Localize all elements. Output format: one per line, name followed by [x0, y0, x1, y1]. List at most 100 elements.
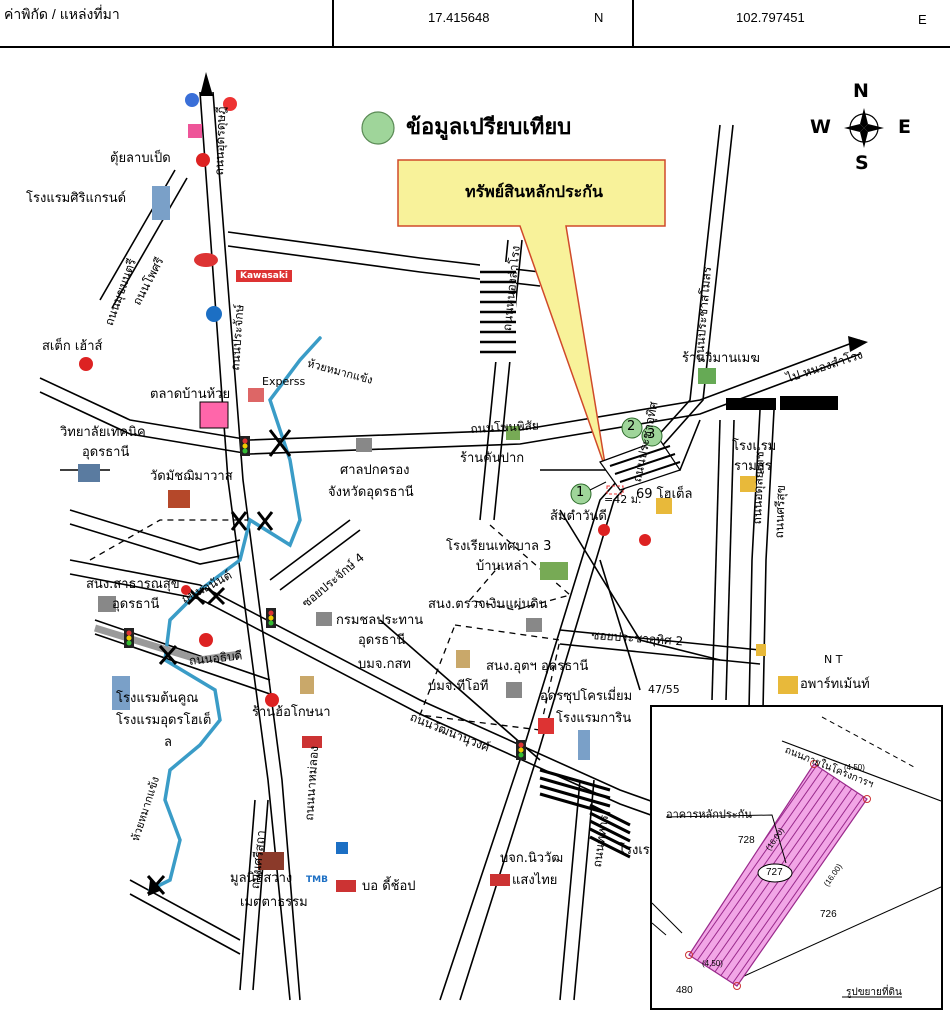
hotel-building-icon-1: [152, 186, 170, 220]
coordinate-bar: ค่าพิกัด / แหล่งที่มา 17.415648 N 102.79…: [0, 0, 950, 48]
label-school: โรงเรียนเทศบาล 3: [446, 539, 552, 554]
vimanmek-icon: [698, 368, 716, 384]
label-kawasaki: Kawasaki: [240, 271, 288, 281]
poi-icons: [78, 93, 798, 892]
compass-west-label: W: [810, 116, 831, 138]
road-phonphisai-n: [39, 339, 861, 441]
compass-east-label: E: [898, 116, 911, 138]
label-school-2: บ้านเหล่า: [476, 559, 529, 574]
label-udon-super: อุดรซุปโครเมี่ยม: [540, 689, 633, 704]
coordinate-source-label: ค่าพิกัด / แหล่งที่มา: [4, 6, 120, 22]
legend-comparable-dot: [361, 111, 395, 145]
label-talad-ban-huai: ตลาดบ้านห้วย: [150, 387, 231, 402]
inset-plot-726: 726: [820, 909, 837, 920]
hotel-karin-icon: [538, 718, 554, 734]
inset-plot-728: 728: [738, 835, 755, 846]
label-nt: N T: [824, 653, 843, 666]
collateral-callout-box: [397, 159, 666, 471]
info-icon: [206, 306, 222, 322]
nt-icon: [756, 644, 766, 656]
label-ran-kho-sana: ร้านฮ้อโกษนา: [252, 705, 331, 720]
school-icon: [540, 562, 568, 580]
comparable-1-number[interactable]: 1: [576, 485, 585, 500]
label-tu-lap-pet: ตุ้ยลาบเป็ด: [110, 151, 171, 166]
bank-icon: [223, 97, 237, 111]
court-icon: [356, 438, 372, 452]
latitude-cell: 17.415648 N: [334, 0, 634, 46]
comparable-2-dot: [621, 417, 643, 439]
label-mulnithi-2: เมตตาธรรม: [240, 895, 308, 910]
label-hotel-ramsoon-2: รามสูร: [734, 459, 772, 474]
arrow-east-phonphisai: [848, 336, 868, 352]
inset-width-bottom: (4.50): [702, 959, 723, 968]
label-hotel-udon: โรงแรมอุดรโฮเต็: [116, 713, 212, 728]
label-hotel-ramsoon: โรงแรม: [732, 439, 777, 454]
road-label-udon-dusadi: ถนนอุดรดุษฎี: [211, 106, 229, 176]
collateral-callout-label: ทรัพย์สินหลักประกัน: [465, 182, 603, 201]
label-express: Experss: [262, 375, 306, 388]
tall-building-icon: [578, 730, 590, 760]
coordinate-source-cell: ค่าพิกัด / แหล่งที่มา: [0, 0, 334, 46]
label-irrigation-2: อุดรธานี: [358, 633, 406, 648]
label-hotel-tonkoon: โรงแรมต้นคูณ: [116, 691, 199, 706]
map-canvas: [39, 72, 884, 1001]
label-court-2: จังหวัดอุดรธานี: [328, 485, 414, 500]
label-bor-d-shop: บอ ดี้ช้อป: [362, 879, 416, 894]
label-labor-office: สนง.อุตฯ อุดรธานี: [486, 659, 589, 674]
comparables-group: [570, 417, 681, 505]
label-bjk-niwat-2: แสงไทย: [512, 873, 558, 888]
comparable-3-number[interactable]: 3: [647, 427, 656, 442]
road-udon-dusadi-e: [212, 91, 301, 1001]
restaurant-icon-3: [506, 426, 520, 440]
plot-inset-map: อาคารหลักประกัน ถนนภายในโครงการฯ 727 728…: [650, 705, 943, 1010]
restaurant-icon-8: [265, 693, 279, 707]
road-label-srisuk: ถนนศรีสุข: [771, 484, 788, 539]
label-ran-khan-pak: ร้านคันปาก: [460, 451, 525, 466]
restaurant-icon-2: [79, 357, 93, 371]
label-hotel-69: 69 โฮเต็ล: [636, 487, 693, 502]
label-apartment: อพาร์ทเม้นท์: [800, 677, 870, 692]
label-wat: วัดมัชฌิมาวาส: [150, 469, 233, 484]
audit-office-icon: [526, 618, 542, 632]
comparable-2-number[interactable]: 2: [627, 419, 636, 434]
market-icon: [199, 401, 229, 429]
traffic-light-4: [516, 740, 526, 760]
road-network: [39, 91, 861, 1001]
label-hotel-karin: โรงแรมการิน: [556, 711, 632, 726]
inset-width-top: (4.50): [844, 763, 865, 772]
inset-caption: รูปขยายที่ดิน: [846, 987, 902, 998]
public-health-icon: [98, 596, 116, 612]
inset-plot-727[interactable]: 727: [766, 867, 783, 878]
college-icon: [78, 464, 100, 482]
express-icon: [248, 388, 264, 402]
label-bjk-niwat: บจก.นิววัฒ: [500, 851, 564, 866]
compass-rose: [844, 108, 884, 148]
longitude-direction: E: [918, 12, 927, 27]
bank-icon-2: [336, 842, 348, 854]
label-mulnithi: มูลนิธิสว่าง: [230, 871, 293, 886]
longitude-value: 102.797451: [736, 10, 805, 25]
street-map[interactable]: [0, 48, 950, 1020]
road-label-adunyadet: ถนนอดุลยเดช: [749, 451, 767, 525]
arrow-north-udon: [200, 72, 213, 96]
temple-icon: [168, 490, 190, 508]
hotel-building-icon-2: [112, 676, 130, 710]
label-tmb: TMB: [306, 875, 328, 885]
road-udon-dusadi-w: [199, 91, 291, 1001]
road-label-phon-phisai: ถนนโพนพิสัย: [470, 418, 540, 436]
restaurant-icon-4: [598, 524, 610, 536]
distance-label: =42 ม.: [604, 493, 642, 506]
label-hotel-udon-2: ล: [164, 735, 172, 750]
comparable-3-dot: [641, 425, 663, 447]
car-icon-3: [490, 874, 510, 886]
label-sirigrand: โรงแรมศิริแกรนด์: [26, 191, 127, 206]
label-technic-college: วิทยาลัยเทคนิค: [60, 425, 146, 440]
label-bmj-tot: บมจ.ทีโอที: [428, 679, 489, 694]
restaurant-icon-6: [181, 585, 191, 595]
compass-north-label: N: [853, 80, 869, 102]
label-47-55: 47/55: [648, 683, 680, 696]
apartment-icon: [778, 676, 798, 694]
longitude-cell: 102.797451 E: [634, 0, 950, 46]
label-somtam: ส้มตำวันดี: [550, 509, 607, 524]
traffic-light-2: [266, 608, 276, 628]
